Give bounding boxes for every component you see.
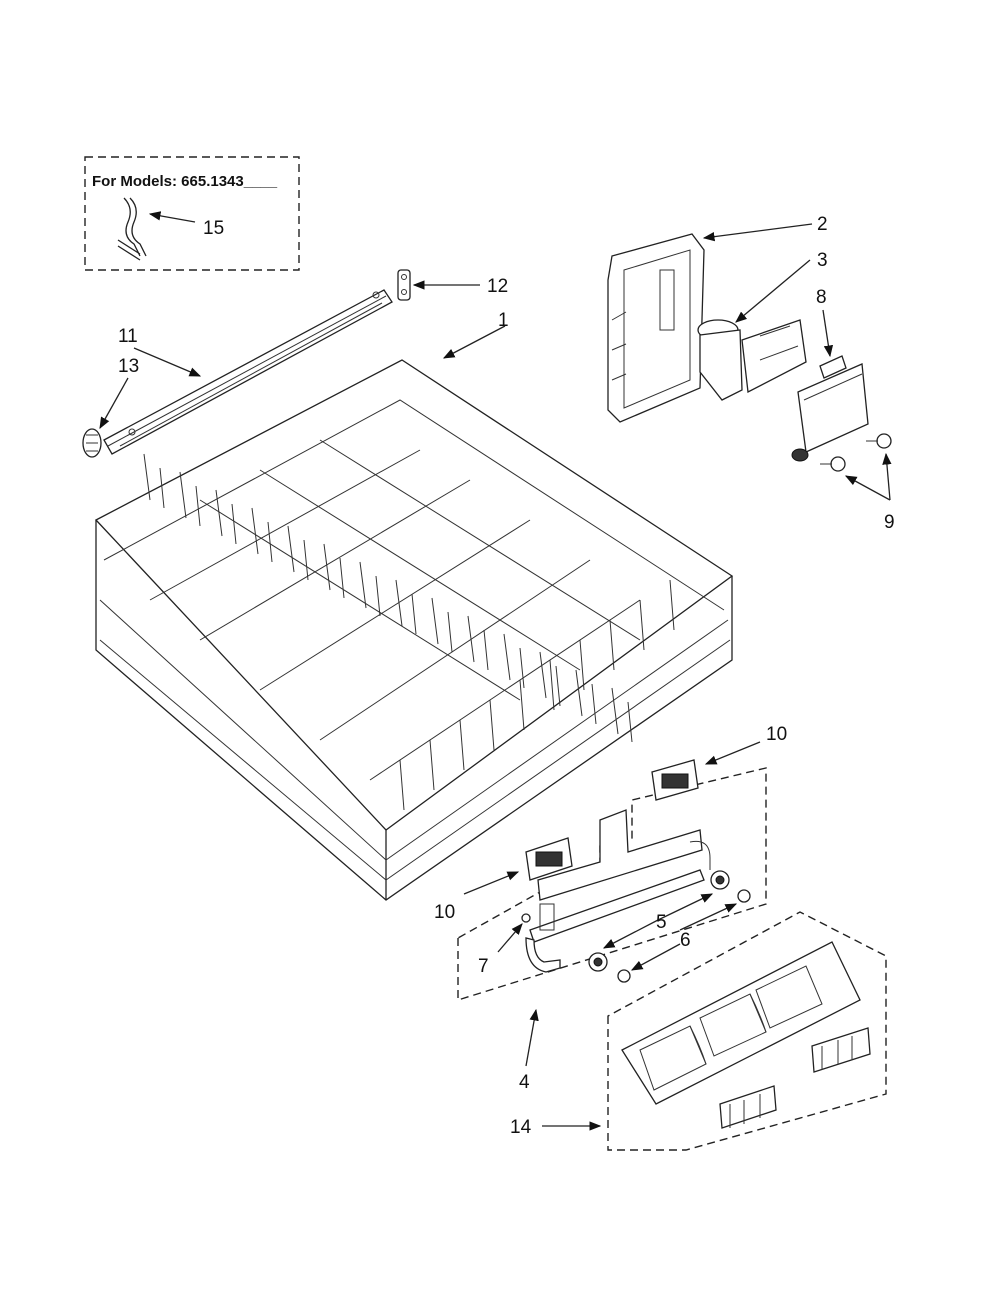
leader-6a (679, 903, 738, 931)
part-3-adjuster-lever (697, 319, 807, 401)
leader-1 (442, 325, 506, 359)
rack-tine (579, 639, 585, 691)
callout-14: 14 (510, 1117, 532, 1138)
callout-12: 12 (487, 276, 508, 297)
part-9-screws (820, 433, 892, 472)
part-6-axle-pins (617, 889, 751, 983)
rack-tine (287, 525, 309, 581)
rack-tine (503, 633, 525, 689)
leader-4 (525, 1008, 539, 1067)
rack-tine (539, 651, 561, 707)
leader-13 (99, 377, 129, 430)
rack-tine (179, 471, 201, 527)
model-inset-box: For Models: 665.1343____ 15 (84, 156, 300, 271)
rack-tine (399, 759, 405, 811)
rack-tine (429, 739, 435, 791)
callout-10b: 10 (766, 724, 787, 745)
part-10-slide-right (651, 759, 699, 801)
rack-tine (489, 699, 495, 751)
part-12-clip (397, 269, 411, 301)
leader-2 (702, 223, 813, 242)
rack-tine (143, 453, 165, 509)
part-5-wheels (588, 870, 730, 972)
callout-15: 15 (203, 218, 224, 239)
callout-8: 8 (816, 287, 827, 308)
part-2-adjuster-housing (607, 233, 705, 423)
leader-10b (704, 741, 761, 765)
part-10-slide-left (525, 837, 573, 881)
leader-5a (657, 893, 714, 921)
leader-15 (148, 211, 196, 223)
rack-tine (251, 507, 273, 563)
rack-tine (639, 599, 645, 651)
callout-4: 4 (519, 1072, 530, 1093)
inset-dashed-border (84, 156, 300, 271)
rack-tine (519, 679, 525, 731)
rack-tine (549, 659, 555, 711)
rack-tine (431, 597, 453, 653)
leader-8 (822, 309, 834, 358)
callout-10a: 10 (434, 902, 455, 923)
leader-9a (844, 475, 891, 501)
part-8-adjuster-cover (791, 355, 869, 462)
leader-7 (497, 923, 523, 953)
part-13-end-cap (82, 428, 102, 458)
leader-11 (133, 347, 202, 377)
callout-7: 7 (478, 956, 489, 977)
callout-5: 5 (656, 912, 667, 933)
rack-tine (467, 615, 489, 671)
leader-6b (630, 943, 681, 971)
leader-10a (463, 871, 520, 895)
part-14-hinge-clip-b (811, 1027, 871, 1073)
part-1-upper-rack (94, 359, 734, 901)
callout-1: 1 (498, 310, 509, 331)
callout-2: 2 (817, 214, 828, 235)
part-15-wire-clip (117, 197, 147, 261)
rack-tine (575, 669, 597, 725)
leader-3 (735, 259, 811, 323)
part-4-track-assembly (525, 809, 711, 973)
rack-tine (359, 561, 381, 617)
rack-tine (669, 579, 675, 631)
rack-tine (395, 579, 417, 635)
part-14-kit-outline (607, 911, 887, 1151)
leader-5b (602, 919, 659, 949)
part-11-rack-rail (103, 289, 393, 455)
rack-tine (215, 489, 237, 545)
rack-tine (323, 543, 345, 599)
callout-13: 13 (118, 356, 139, 377)
part-14-hinge-clip-a (719, 1085, 777, 1129)
part-14-cup-shelf (621, 941, 861, 1105)
callout-3: 3 (817, 250, 828, 271)
rack-tine (459, 719, 465, 771)
leader-9b (882, 452, 892, 501)
callout-11: 11 (118, 326, 138, 347)
rack-tine (611, 687, 633, 743)
callout-9: 9 (884, 512, 895, 533)
part-7-screw (521, 913, 531, 923)
callout-6: 6 (680, 930, 691, 951)
model-note: For Models: 665.1343____ (92, 173, 278, 190)
rack-tine (609, 619, 615, 671)
